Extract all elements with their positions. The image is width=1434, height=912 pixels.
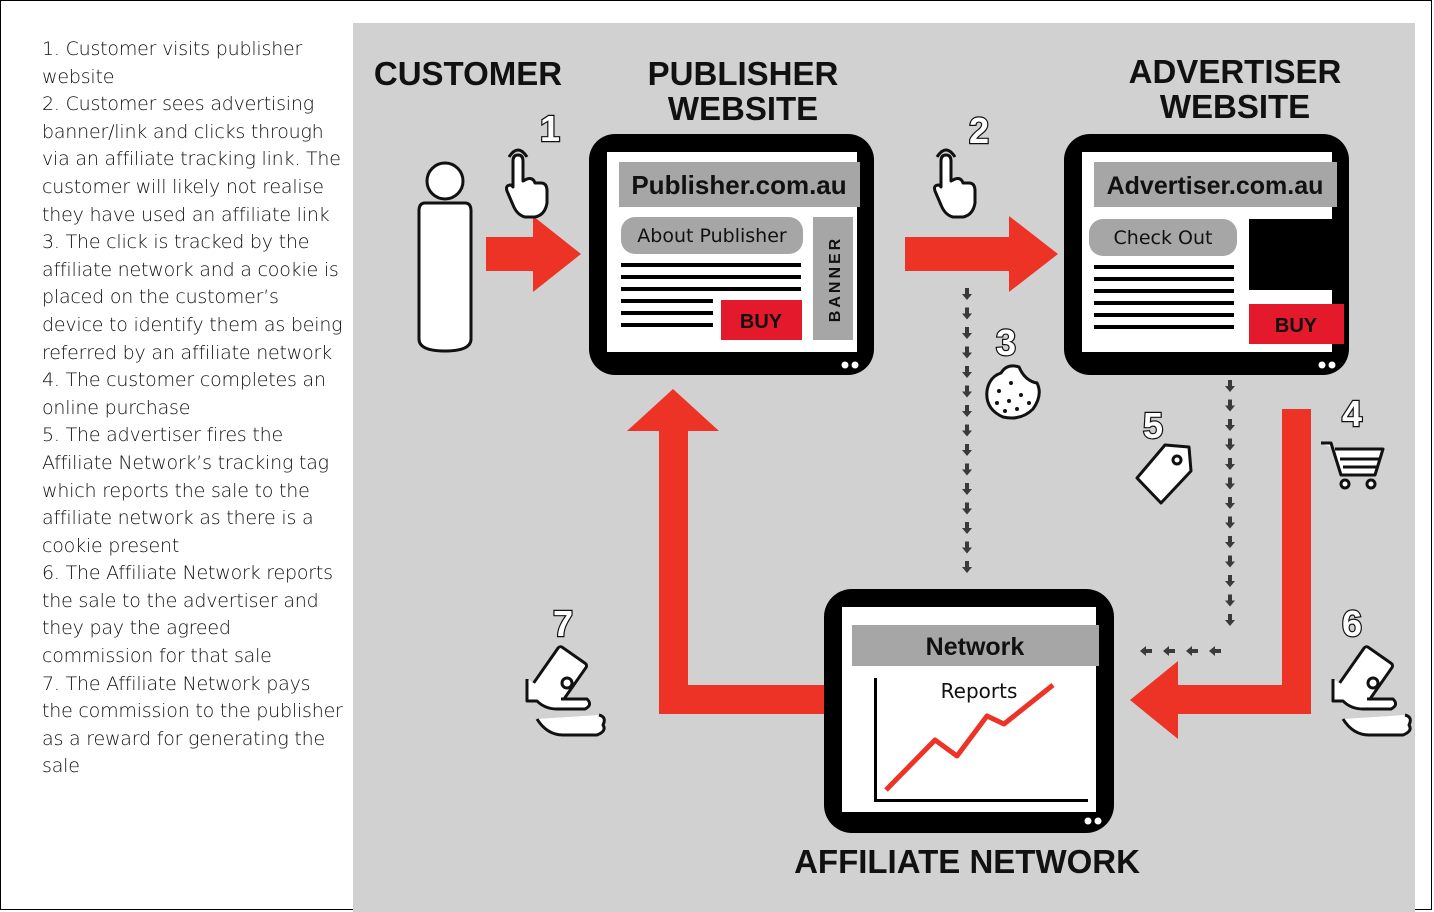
- steps-list: 1. Customer visits publisher website 2. …: [42, 36, 344, 781]
- tracking-dashes-to-network-left: [1140, 646, 1221, 656]
- tracking-dash-arrow: [962, 424, 972, 437]
- step-number-6: 6: [1342, 603, 1362, 644]
- tracking-dash-arrow: [1225, 380, 1235, 392]
- publisher-buy-label: BUY: [740, 311, 783, 333]
- check-out-label: Check Out: [1114, 227, 1213, 249]
- tracking-dash-arrow: [962, 522, 972, 534]
- tracking-dash-arrow: [1186, 646, 1198, 656]
- tracking-dash-arrow: [962, 444, 972, 456]
- price-tag-icon: [1135, 443, 1193, 505]
- shopping-cart-icon: [1321, 441, 1385, 490]
- advertiser-website-screen: Advertiser.com.au Check Out BUY: [1064, 134, 1349, 375]
- publisher-buy-button: [721, 300, 802, 340]
- step-1-text: 1. Customer visits publisher website: [42, 38, 303, 88]
- step-number-1: 1: [540, 108, 560, 149]
- tracking-dash-arrow: [1225, 516, 1235, 529]
- publisher-domain: Publisher.com.au: [631, 170, 846, 200]
- tracking-dash-arrow: [962, 346, 972, 359]
- publisher-heading-line2: WEBSITE: [668, 90, 818, 127]
- tracking-dash-arrow: [962, 405, 972, 417]
- report-chart: [874, 678, 1088, 802]
- advertiser-heading-line2: WEBSITE: [1160, 88, 1310, 125]
- tracking-dashes-publisher-to-network: [962, 288, 972, 573]
- step-3-text: 3. The click is tracked by the affiliate…: [42, 231, 343, 364]
- tracking-dash-arrow: [962, 561, 972, 573]
- step-7-text: 7. The Affiliate Network pays the commis…: [42, 672, 343, 778]
- tracking-dash-arrow: [1225, 419, 1235, 431]
- tracking-dash-arrow: [1225, 594, 1235, 607]
- tracking-dash-arrow: [1225, 458, 1235, 470]
- tracking-dash-arrow: [962, 541, 972, 554]
- tracking-dash-arrow: [962, 483, 972, 495]
- tracking-dash-arrow: [1163, 646, 1175, 656]
- network-title-bar: [852, 625, 1099, 666]
- tracking-dash-arrow: [1140, 646, 1152, 656]
- step-number-5: 5: [1143, 405, 1163, 446]
- publisher-website-screen: Publisher.com.au About Publisher BANNER …: [589, 134, 874, 375]
- advertiser-content-lines: [1094, 265, 1234, 329]
- step-number-3: 3: [996, 322, 1016, 363]
- about-publisher-label: About Publisher: [637, 225, 787, 247]
- tracking-dash-arrow: [1225, 555, 1235, 568]
- tracking-dash-arrow: [1225, 575, 1235, 587]
- tracking-dash-arrow: [962, 288, 972, 300]
- product-image: [1249, 219, 1344, 290]
- tracking-dashes-advertiser-to-network: [1225, 380, 1235, 626]
- network-title: Network: [926, 633, 1025, 661]
- customer-heading: CUSTOMER: [374, 55, 562, 92]
- step-number-4: 4: [1342, 393, 1362, 434]
- publisher-url-bar: [619, 162, 860, 207]
- about-publisher-pill: [621, 217, 803, 254]
- tracking-dash-arrow: [962, 385, 972, 398]
- tracking-dash-arrow: [1225, 399, 1235, 412]
- tracking-dash-arrow: [962, 327, 972, 339]
- check-out-pill: [1089, 219, 1237, 256]
- banner-label: BANNER: [827, 236, 844, 322]
- publisher-content-lines: [621, 263, 801, 327]
- tracking-dash-arrow: [962, 502, 972, 515]
- reports-label: Reports: [941, 679, 1018, 703]
- affiliate-network-screen: Network Reports: [824, 589, 1114, 833]
- arrow-advertiser-to-network: [1130, 409, 1311, 739]
- tracking-dash-arrow: [1225, 614, 1235, 626]
- arrow-publisher-to-advertiser: [905, 216, 1058, 292]
- advertiser-domain: Advertiser.com.au: [1107, 172, 1324, 200]
- step-number-2: 2: [969, 110, 989, 151]
- money-hand-icon: [1331, 645, 1412, 737]
- tracking-dash-arrow: [1225, 536, 1235, 548]
- step-4-text: 4. The customer completes an online purc…: [42, 369, 326, 419]
- tap-hand-icon: [505, 148, 549, 219]
- step-2-text: 2. Customer sees advertising banner/link…: [42, 93, 341, 226]
- tracking-dash-arrow: [1225, 497, 1235, 509]
- network-heading: AFFILIATE NETWORK: [794, 843, 1140, 880]
- advertiser-url-bar: [1094, 162, 1337, 207]
- advertiser-heading-line1: ADVERTISER: [1129, 53, 1342, 90]
- tracking-dash-arrow: [962, 307, 972, 320]
- advertiser-buy-label: BUY: [1275, 315, 1318, 337]
- arrow-customer-to-publisher: [486, 216, 581, 292]
- tap-hand-icon: [933, 148, 977, 219]
- step-5-text: 5. The advertiser fires the Affiliate Ne…: [42, 424, 329, 557]
- tracking-dash-arrow: [1209, 646, 1221, 656]
- step-number-7: 7: [553, 603, 573, 644]
- tracking-dash-arrow: [1225, 438, 1235, 451]
- tracking-dash-arrow: [962, 366, 972, 378]
- cookie-icon: [985, 364, 1041, 420]
- banner-ad: [813, 217, 853, 340]
- tracking-dash-arrow: [1225, 477, 1235, 490]
- advertiser-buy-button: [1249, 304, 1344, 344]
- publisher-heading-line1: PUBLISHER: [648, 55, 839, 92]
- person-icon: [417, 161, 473, 353]
- affiliate-flow-diagram: CUSTOMER PUBLISHER WEBSITE ADVERTISER WE…: [374, 53, 1412, 880]
- tracking-dash-arrow: [962, 463, 972, 476]
- money-hand-icon: [525, 645, 606, 737]
- diagram-panel: CUSTOMER PUBLISHER WEBSITE ADVERTISER WE…: [353, 23, 1415, 912]
- step-6-text: 6. The Affiliate Network reports the sal…: [42, 562, 333, 668]
